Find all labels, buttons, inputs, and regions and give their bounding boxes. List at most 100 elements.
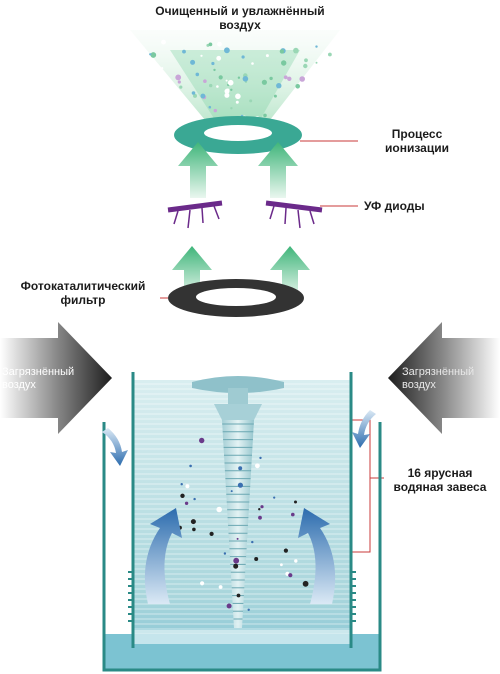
arrow-right-icon bbox=[388, 322, 500, 434]
particle bbox=[217, 41, 222, 47]
uv-diode-left bbox=[167, 200, 223, 229]
particle bbox=[211, 61, 215, 66]
particle bbox=[273, 496, 276, 499]
green-arrow-lower-left bbox=[172, 246, 212, 298]
particle bbox=[260, 505, 264, 509]
particle bbox=[149, 53, 152, 56]
ionization-label: Процесс ионизации bbox=[385, 127, 449, 155]
curved-arrow-down-icon bbox=[352, 410, 376, 448]
particle bbox=[303, 63, 308, 69]
arrow-right-icon bbox=[0, 322, 112, 434]
particle bbox=[283, 75, 288, 80]
clean-air-fan bbox=[130, 30, 340, 120]
green-arrow-lower-right bbox=[270, 246, 310, 298]
particle bbox=[224, 92, 230, 98]
particle bbox=[182, 49, 186, 54]
particle bbox=[230, 88, 233, 92]
particle bbox=[233, 563, 239, 569]
particle bbox=[251, 62, 254, 65]
particle bbox=[237, 482, 243, 488]
particle bbox=[328, 52, 332, 57]
particle bbox=[216, 506, 222, 513]
particle bbox=[265, 54, 269, 58]
particle bbox=[259, 456, 262, 460]
particle bbox=[230, 107, 233, 110]
particle bbox=[263, 113, 267, 118]
particle bbox=[230, 490, 233, 493]
particle bbox=[291, 512, 295, 517]
particle bbox=[304, 58, 308, 63]
particle bbox=[177, 80, 181, 84]
leader-lines bbox=[160, 140, 384, 553]
particle bbox=[209, 83, 213, 88]
particle bbox=[224, 88, 230, 94]
particle bbox=[288, 573, 293, 578]
particle bbox=[227, 79, 234, 86]
particle bbox=[184, 501, 189, 505]
particle bbox=[258, 508, 261, 511]
particle bbox=[237, 76, 241, 79]
particle bbox=[175, 74, 182, 81]
particle bbox=[190, 519, 196, 525]
particle bbox=[189, 464, 192, 468]
cone-water-layers bbox=[222, 423, 254, 620]
tank-walls bbox=[102, 372, 382, 672]
particle bbox=[218, 75, 223, 80]
uv-diodes-label: УФ диоды bbox=[364, 199, 425, 213]
particle bbox=[161, 39, 166, 45]
particle bbox=[191, 91, 196, 95]
particle bbox=[218, 585, 223, 589]
arrow-up-icon bbox=[144, 508, 182, 604]
particle bbox=[233, 557, 240, 564]
uv-diode-right bbox=[265, 200, 323, 229]
particle bbox=[180, 483, 183, 486]
particle bbox=[223, 552, 227, 555]
particle bbox=[208, 105, 212, 109]
particle bbox=[294, 500, 297, 504]
particle bbox=[261, 79, 267, 85]
particle bbox=[199, 437, 205, 444]
particle bbox=[195, 72, 200, 77]
particle bbox=[281, 60, 287, 66]
particle bbox=[254, 557, 259, 561]
particle bbox=[150, 52, 157, 58]
particle bbox=[224, 47, 230, 54]
wall-vents bbox=[128, 571, 356, 622]
particle bbox=[287, 76, 292, 82]
clean-air-label: Очищенный и увлажнённый воздух bbox=[155, 4, 325, 32]
particle bbox=[302, 580, 309, 587]
water-curtain-label: 16 ярусная водяная завеса bbox=[393, 466, 487, 494]
particle bbox=[185, 484, 190, 489]
particle bbox=[235, 100, 239, 104]
particle bbox=[213, 108, 217, 113]
particle bbox=[241, 55, 245, 59]
particle bbox=[209, 531, 214, 537]
particle bbox=[226, 603, 232, 609]
dirty-air-left-label: Загрязнённый воздух bbox=[2, 366, 75, 391]
particle bbox=[236, 537, 239, 540]
particle bbox=[200, 581, 205, 586]
particle bbox=[216, 55, 222, 61]
green-arrow-upper-left bbox=[178, 142, 218, 198]
particle bbox=[200, 93, 206, 99]
particle bbox=[200, 54, 203, 57]
particle bbox=[294, 559, 298, 563]
particle bbox=[208, 42, 213, 47]
particle bbox=[299, 76, 306, 82]
particle bbox=[213, 68, 216, 72]
particle bbox=[315, 61, 318, 64]
particle bbox=[193, 497, 196, 501]
particle bbox=[315, 45, 318, 48]
particle bbox=[279, 49, 285, 54]
curved-arrow-down-icon bbox=[102, 428, 128, 466]
particle bbox=[192, 527, 196, 532]
particle bbox=[280, 563, 283, 567]
particle bbox=[273, 94, 277, 98]
particle bbox=[283, 548, 288, 553]
photocatalytic-filter-label: Фотокаталитический фильтр bbox=[20, 279, 146, 307]
water-cone bbox=[192, 376, 284, 628]
particle bbox=[236, 593, 241, 598]
particle bbox=[225, 79, 228, 82]
particle bbox=[258, 515, 262, 520]
